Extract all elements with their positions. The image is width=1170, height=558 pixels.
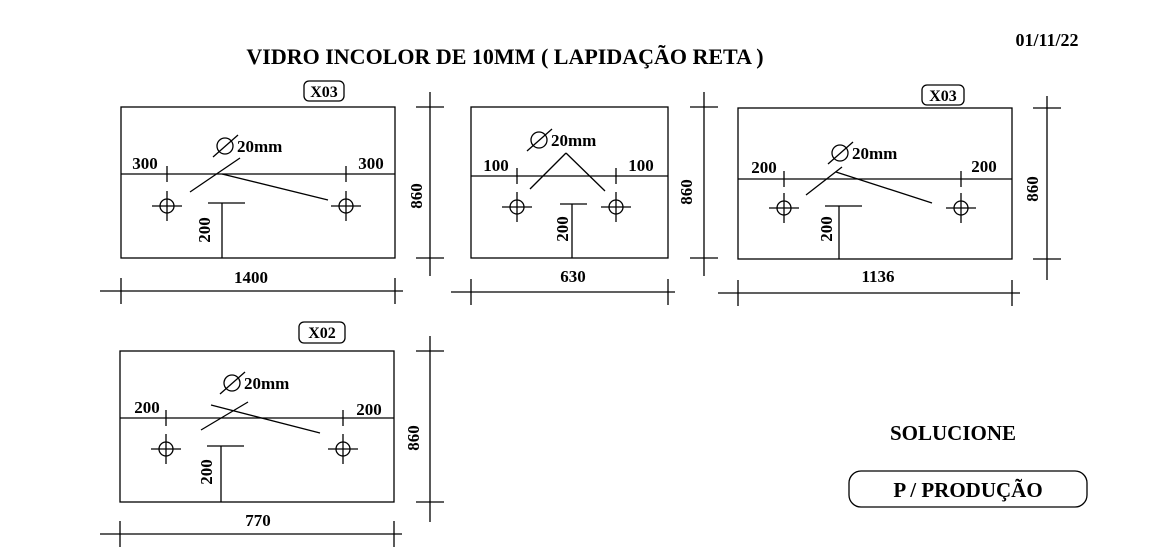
height-dimension: 860	[1023, 176, 1042, 202]
drill-hole-icon	[152, 191, 182, 221]
diameter-icon	[827, 141, 854, 165]
drill-hole-icon	[151, 434, 181, 464]
left-offset-label: 200	[751, 158, 777, 177]
drill-hole-icon	[769, 193, 799, 223]
hole-diameter-label: 20mm	[551, 131, 596, 150]
left-offset-label: 200	[134, 398, 160, 417]
right-offset-label: 200	[356, 400, 382, 419]
height-dimension: 860	[407, 183, 426, 209]
hole-diameter-label: 20mm	[244, 374, 289, 393]
glass-panel-outline	[119, 350, 395, 503]
glass-piece-4: X02 200 200 20mm 200 860	[100, 321, 444, 547]
piece-tag-box	[303, 80, 345, 102]
width-dimension: 1136	[861, 267, 894, 286]
vertical-offset-label: 200	[195, 217, 214, 243]
diameter-icon	[219, 371, 246, 395]
production-status-text: P / PRODUÇÃO	[893, 478, 1042, 502]
glass-piece-1: X03 300 300 20mm 200	[100, 80, 444, 304]
right-offset-label: 100	[628, 156, 654, 175]
diameter-icon	[526, 128, 553, 152]
piece-tag: X02	[308, 325, 336, 342]
glass-panel-outline	[470, 106, 669, 259]
vertical-offset-label: 200	[553, 216, 572, 242]
glass-piece-3: X03 200 200 20mm 200 860	[718, 84, 1061, 306]
vertical-offset-label: 200	[817, 216, 836, 242]
piece-tag: X03	[929, 88, 957, 105]
drill-hole-icon	[601, 192, 631, 222]
drill-hole-icon	[946, 193, 976, 223]
piece-tag-box	[921, 84, 965, 106]
drill-hole-icon	[328, 434, 358, 464]
hole-diameter-label: 20mm	[237, 137, 282, 156]
width-dimension: 1400	[234, 268, 268, 287]
vertical-offset-label: 200	[197, 459, 216, 485]
glass-piece-2: 100 100 20mm 200 860 630	[451, 92, 718, 305]
drill-hole-icon	[502, 192, 532, 222]
glass-panel-outline	[737, 107, 1013, 260]
drawing-date: 01/11/22	[1015, 30, 1078, 50]
left-offset-label: 100	[483, 156, 509, 175]
width-dimension: 770	[245, 511, 271, 530]
piece-tag-box	[298, 321, 346, 344]
right-offset-label: 300	[358, 154, 384, 173]
height-dimension: 860	[404, 425, 423, 451]
production-status-badge	[848, 470, 1088, 508]
piece-tag: X03	[310, 84, 338, 101]
right-offset-label: 200	[971, 157, 997, 176]
company-name: SOLUCIONE	[890, 421, 1016, 445]
page-title: VIDRO INCOLOR DE 10MM ( LAPIDAÇÃO RETA )	[246, 44, 763, 69]
diameter-icon	[212, 134, 239, 158]
glass-panel-outline	[120, 106, 396, 259]
width-dimension: 630	[560, 267, 586, 286]
left-offset-label: 300	[132, 154, 158, 173]
hole-diameter-label: 20mm	[852, 144, 897, 163]
drill-hole-icon	[331, 191, 361, 221]
height-dimension: 860	[677, 179, 696, 205]
